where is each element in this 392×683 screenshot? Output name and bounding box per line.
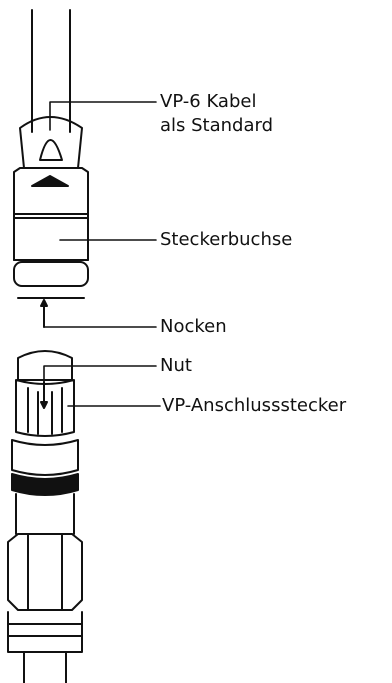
cable-leader [49, 101, 157, 131]
groove-marker [40, 381, 48, 409]
plug-collar [11, 439, 79, 539]
sensor-shaft [7, 611, 83, 683]
hex-nut [7, 533, 83, 611]
groove-leader [43, 365, 157, 383]
cable-label-line-1: VP-6 Kabel [160, 91, 257, 112]
cam-label: Nocken [160, 316, 227, 337]
cable-label: VP-6 Kabel als Standard [160, 90, 273, 138]
leader-lines [43, 101, 161, 407]
cable-label-line-2: als Standard [160, 115, 274, 136]
strain-relief-boot [19, 116, 83, 169]
plug-label: VP-Anschlussstecker [162, 395, 347, 416]
socket-body [13, 167, 89, 299]
groove-label: Nut [160, 355, 192, 376]
cam-nub [40, 299, 48, 328]
vp6-cable [31, 9, 71, 123]
socket-label: Steckerbuchse [160, 229, 293, 250]
